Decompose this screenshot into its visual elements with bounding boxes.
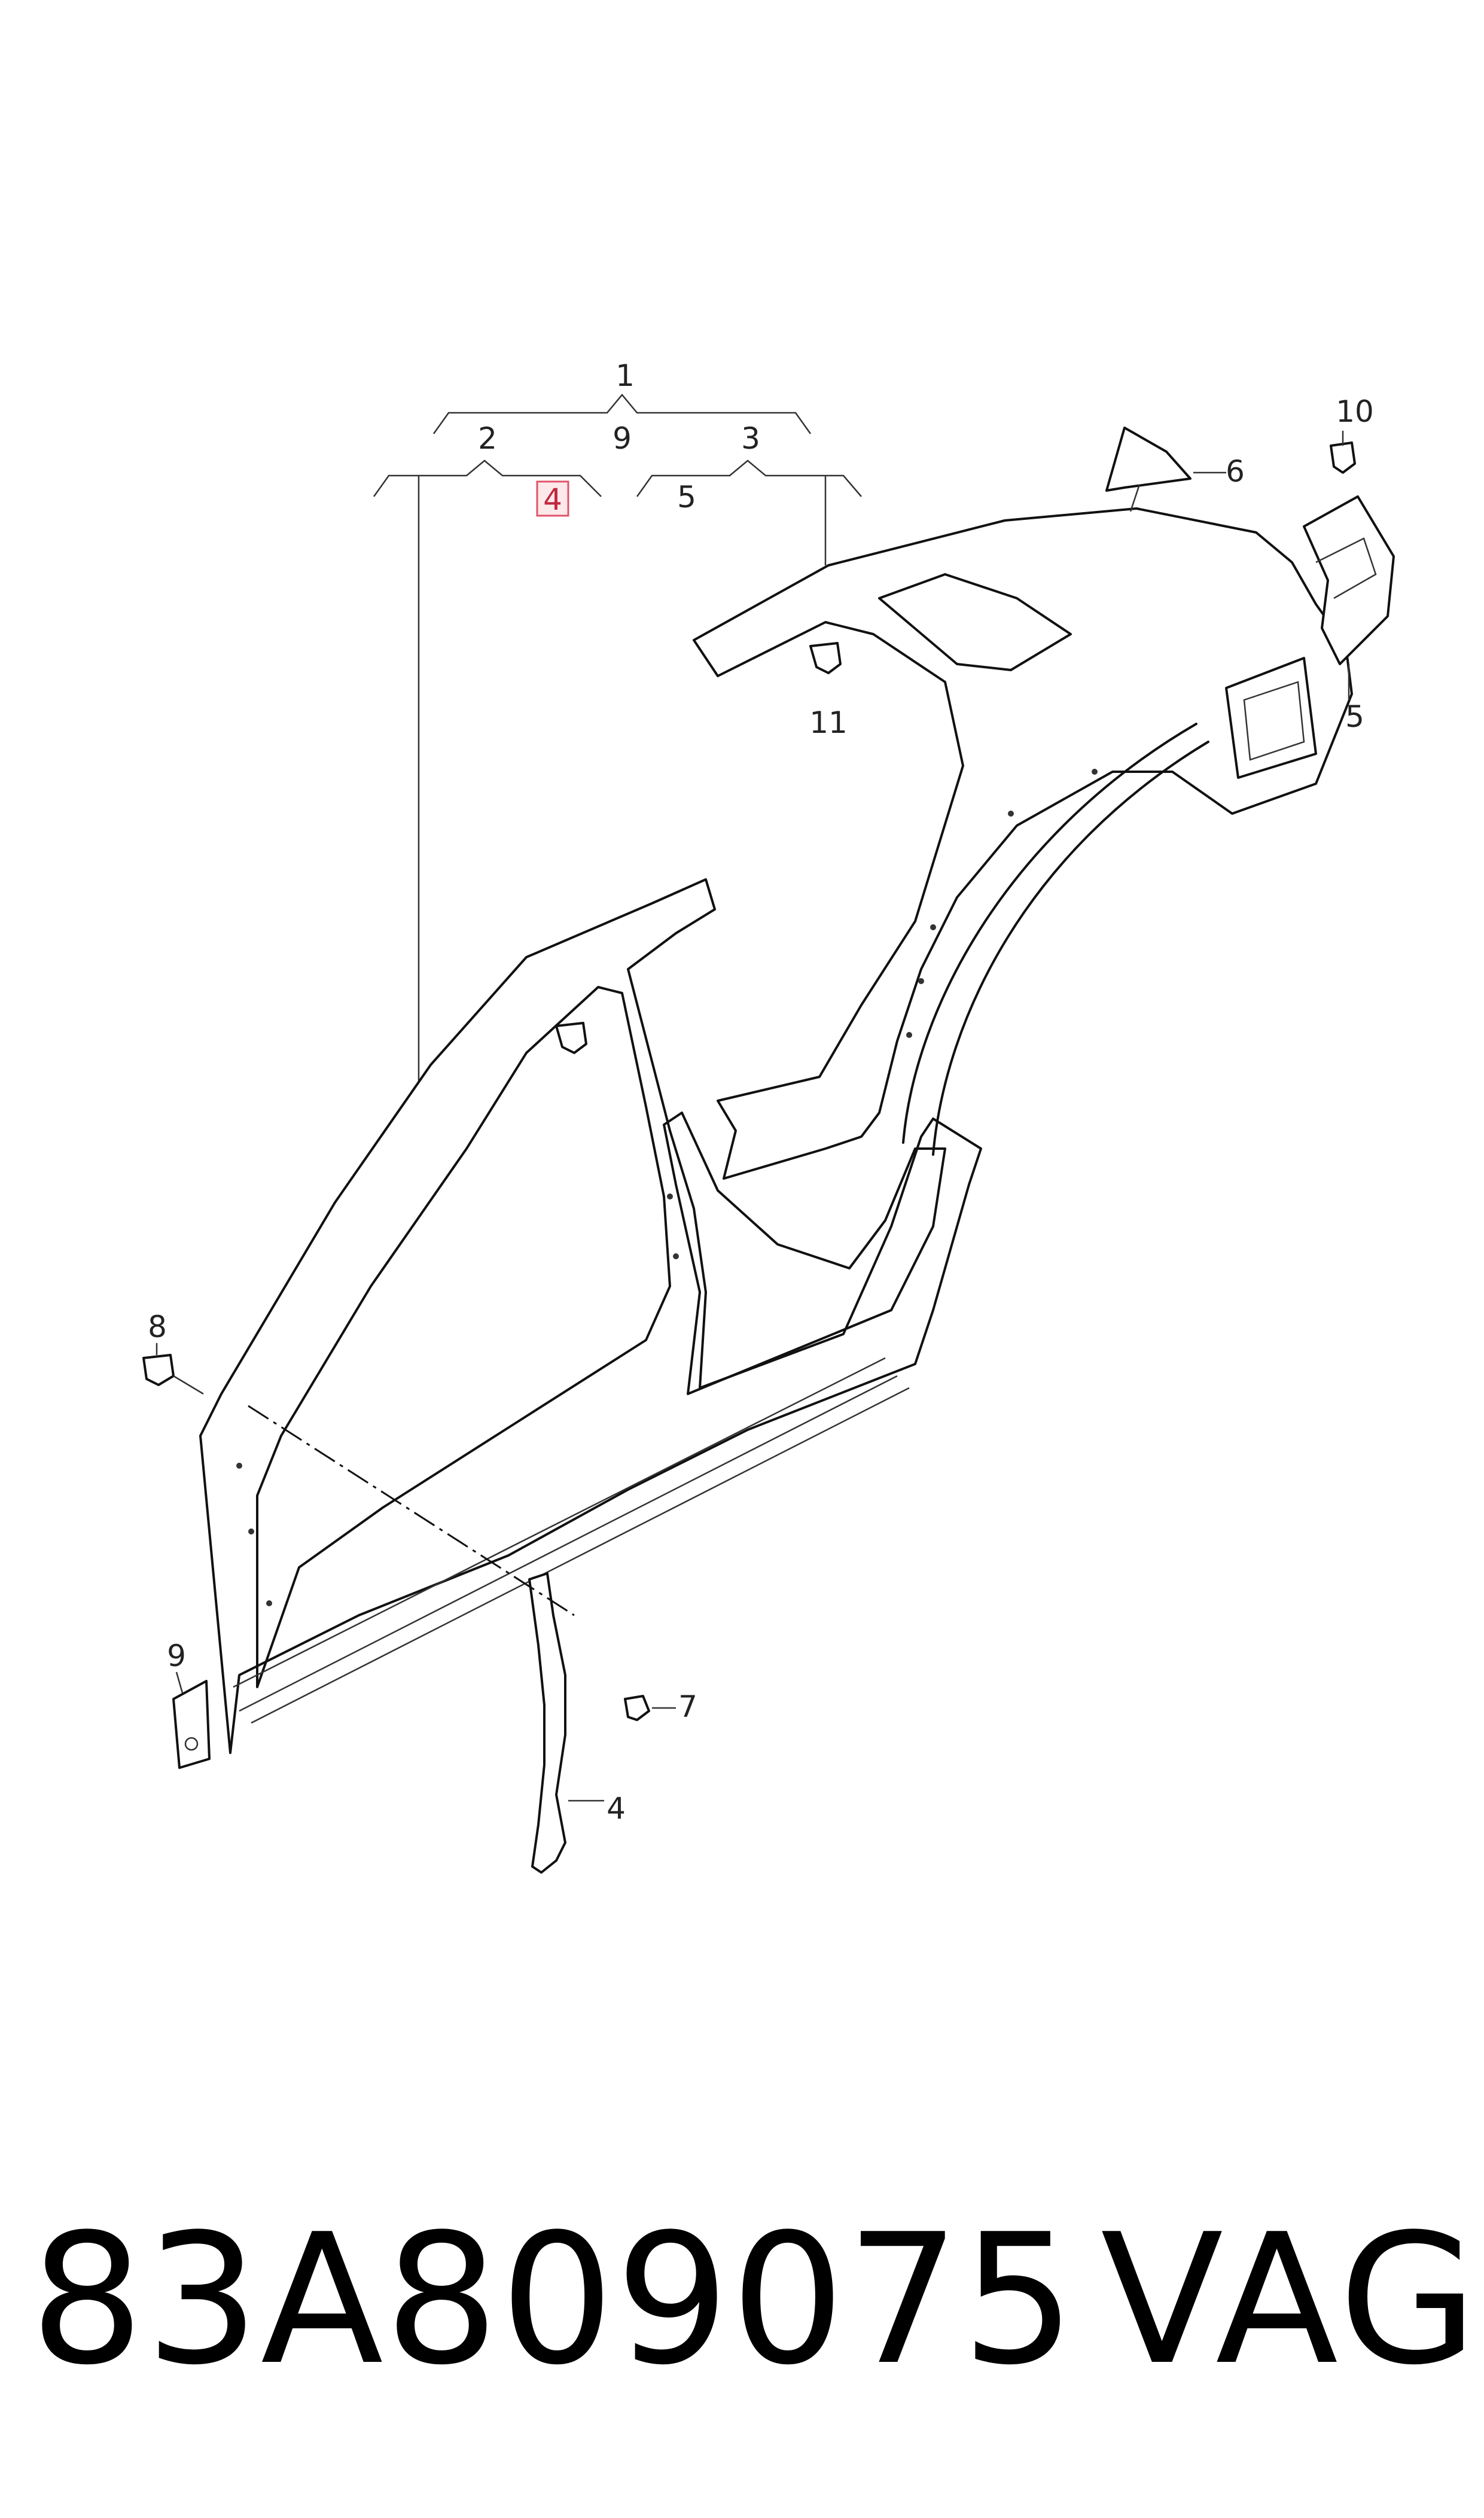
part-11-clip-mid — [555, 1022, 587, 1054]
rivet-dots — [236, 769, 1098, 1606]
callout-4-bottom: 4 — [607, 1791, 626, 1826]
callout-brackets — [373, 394, 862, 1092]
part-5-bracket — [1303, 495, 1395, 700]
part-11-clip-top — [809, 642, 842, 674]
side-panel — [199, 878, 982, 1754]
part-6-gusset — [1105, 427, 1226, 512]
callout-1: 1 — [615, 358, 635, 393]
part-8-bolt — [142, 1343, 204, 1395]
callout-5-top: 5 — [677, 480, 696, 514]
highlight-box — [536, 480, 569, 517]
callout-8: 8 — [148, 1310, 167, 1344]
callout-6: 6 — [1226, 454, 1245, 489]
brand-label: VAG — [1101, 2196, 1482, 2404]
part-9-plate — [172, 1671, 211, 1769]
callout-4-highlighted: 4 — [543, 482, 562, 517]
part-10-clip — [1330, 431, 1356, 474]
part-number: 83A809075 — [30, 2196, 1077, 2404]
callout-9-left: 9 — [167, 1639, 186, 1673]
callout-2: 2 — [478, 421, 497, 456]
callout-11-top: 11 — [809, 705, 848, 740]
callout-10: 10 — [1336, 394, 1374, 429]
part-7-screw — [624, 1695, 676, 1721]
callout-9-top: 9 — [613, 421, 632, 456]
callout-3: 3 — [741, 421, 760, 456]
part-4-strip — [248, 1405, 604, 1874]
rear-quarter — [693, 507, 1353, 1180]
callout-labels: 1 2 9 3 4 5 6 10 5 11 11 8 9 7 4 — [148, 358, 1374, 1826]
callout-7: 7 — [678, 1689, 697, 1724]
